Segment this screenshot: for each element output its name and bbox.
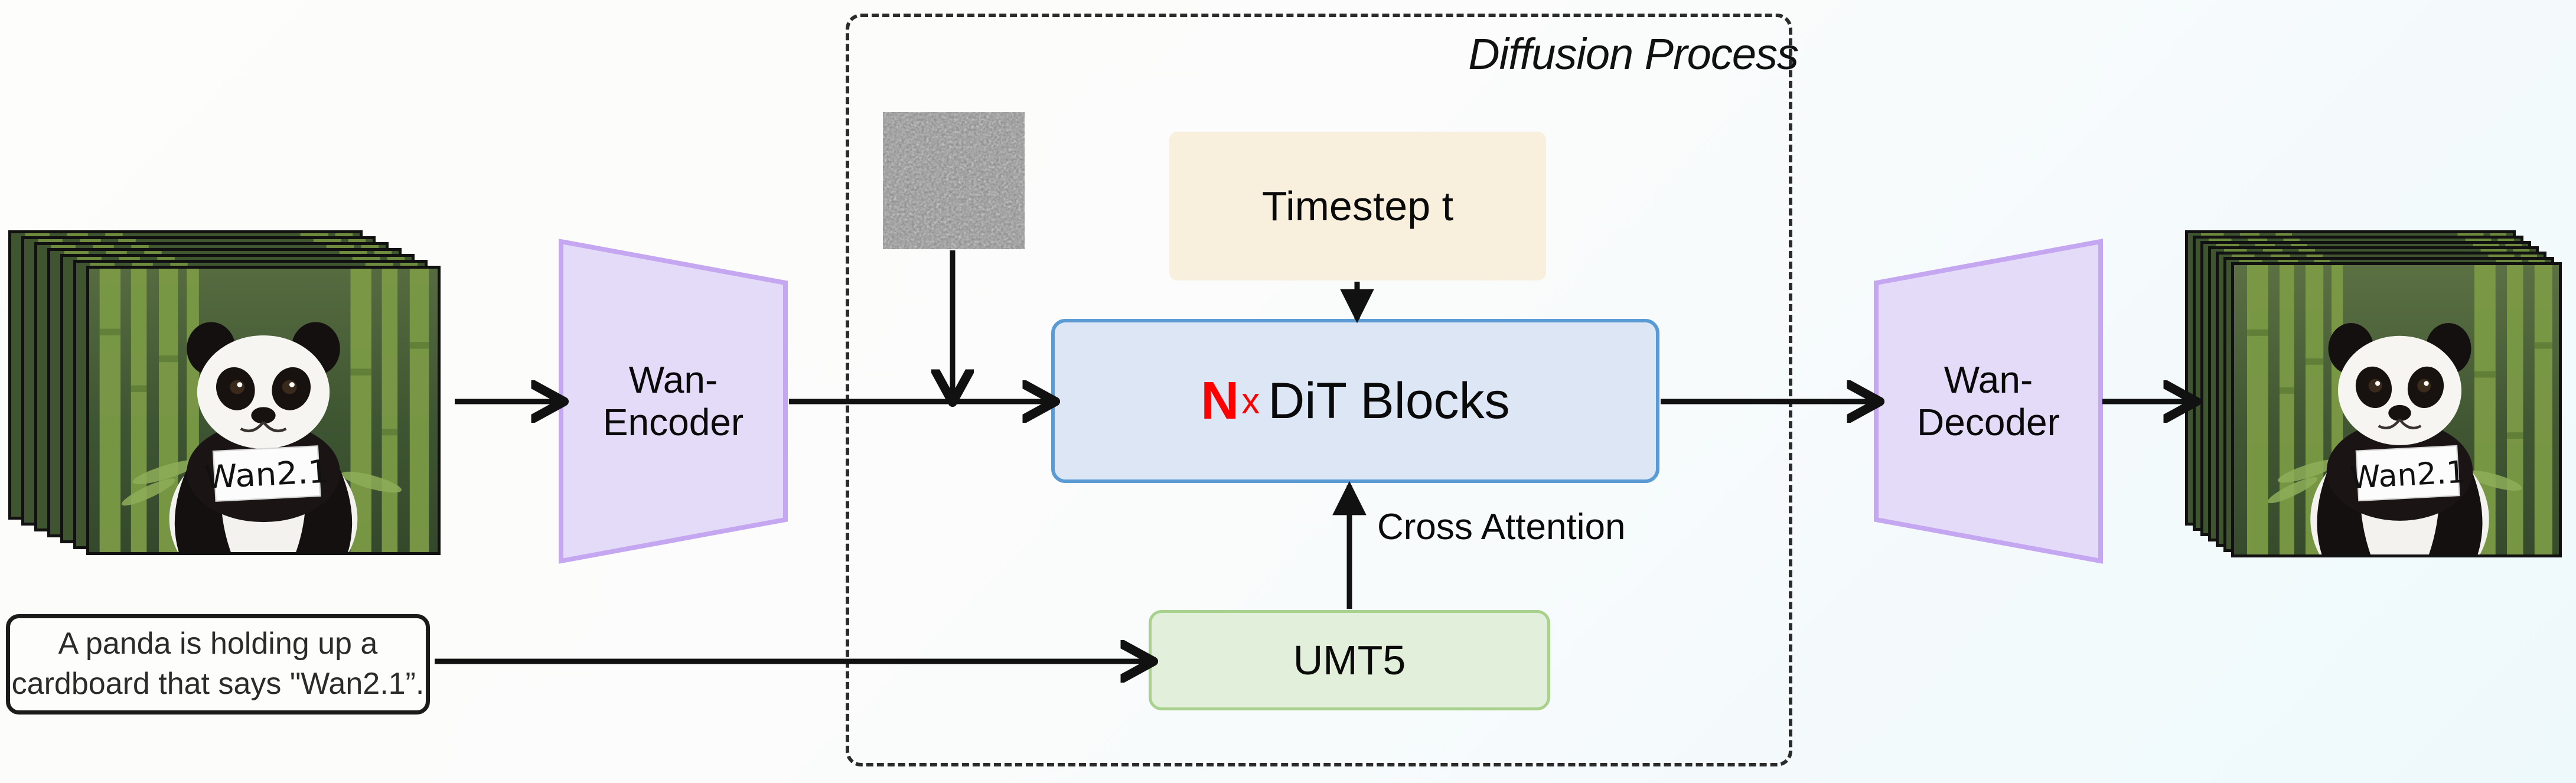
prompt-line2: cardboard that says "Wan2.1”.	[11, 667, 425, 701]
wan-encoder-label: Wan- Encoder	[602, 358, 744, 443]
trapezoid-shape	[559, 239, 788, 564]
wan-encoder-node[interactable]: Wan- Encoder	[558, 239, 788, 564]
cross-attention-edge-label: Cross Attention	[1377, 506, 1626, 547]
noise-icon	[883, 112, 1025, 249]
video-frame-front: Wan2.1	[2231, 262, 2562, 557]
trapezoid-shape	[1874, 239, 2103, 564]
umt5-node[interactable]: UMT5	[1149, 610, 1550, 710]
dit-blocks-label: DiT Blocks	[1268, 372, 1510, 429]
timestep-label: Timestep t	[1261, 183, 1454, 229]
diffusion-process-group	[846, 14, 1792, 766]
wan-decoder-label: Wan- Decoder	[1917, 358, 2060, 443]
dit-blocks-node[interactable]: N x DiT Blocks	[1051, 319, 1659, 483]
dit-multiply-symbol: x	[1241, 380, 1260, 422]
text-prompt-node[interactable]: A panda is holding up a cardboard that s…	[6, 614, 430, 715]
svg-text:Wan2.1: Wan2.1	[2349, 455, 2467, 496]
dit-repeat-count: N	[1201, 371, 1240, 430]
decoder-label-line1: Wan-	[1944, 358, 2033, 401]
encoder-label-line1: Wan-	[628, 358, 718, 401]
svg-text:Wan2.1: Wan2.1	[204, 453, 330, 496]
umt5-label: UMT5	[1293, 637, 1406, 683]
video-frame-front: Wan2.1	[86, 266, 441, 555]
noise-latent-patch	[883, 112, 1025, 249]
encoder-label-line2: Encoder	[602, 400, 744, 443]
diffusion-process-label: Diffusion Process	[1468, 29, 1799, 79]
prompt-line1: A panda is holding up a	[58, 627, 378, 661]
timestep-node[interactable]: Timestep t	[1169, 132, 1546, 280]
wan-decoder-node[interactable]: Wan- Decoder	[1873, 239, 2104, 564]
input-video-stack: Wan2.1	[8, 230, 448, 555]
decoder-label-line2: Decoder	[1917, 400, 2060, 443]
output-video-stack: Wan2.1	[2185, 230, 2563, 561]
